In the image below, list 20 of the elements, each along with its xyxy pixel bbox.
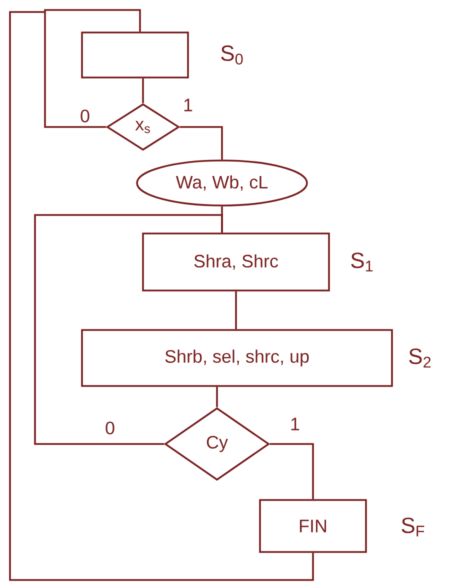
connector-line bbox=[180, 126, 223, 160]
connector-line bbox=[270, 443, 314, 500]
edge-label: 0 bbox=[79, 108, 91, 124]
connector-line bbox=[235, 291, 237, 330]
edge-label: 1 bbox=[289, 416, 301, 432]
process-box: FIN bbox=[259, 499, 367, 553]
state-label: S$_{0}$ bbox=[221, 45, 243, 65]
connector-line bbox=[142, 78, 144, 104]
connector-line bbox=[44, 9, 141, 128]
connector-line bbox=[34, 214, 223, 445]
edge-label: 1 bbox=[182, 98, 194, 112]
edge-label: 0 bbox=[104, 420, 116, 436]
connector-line bbox=[9, 11, 314, 581]
state-label: S$_{F}$ bbox=[402, 518, 424, 536]
process-box bbox=[81, 32, 189, 78]
state-label: S$_{2}$ bbox=[409, 348, 431, 368]
process-box: Shra, Shrc bbox=[142, 232, 330, 292]
process-box: Shrb, sel, shrc, up bbox=[81, 329, 393, 387]
state-label: S$_{1}$ bbox=[351, 252, 373, 272]
connector-line bbox=[216, 386, 218, 408]
